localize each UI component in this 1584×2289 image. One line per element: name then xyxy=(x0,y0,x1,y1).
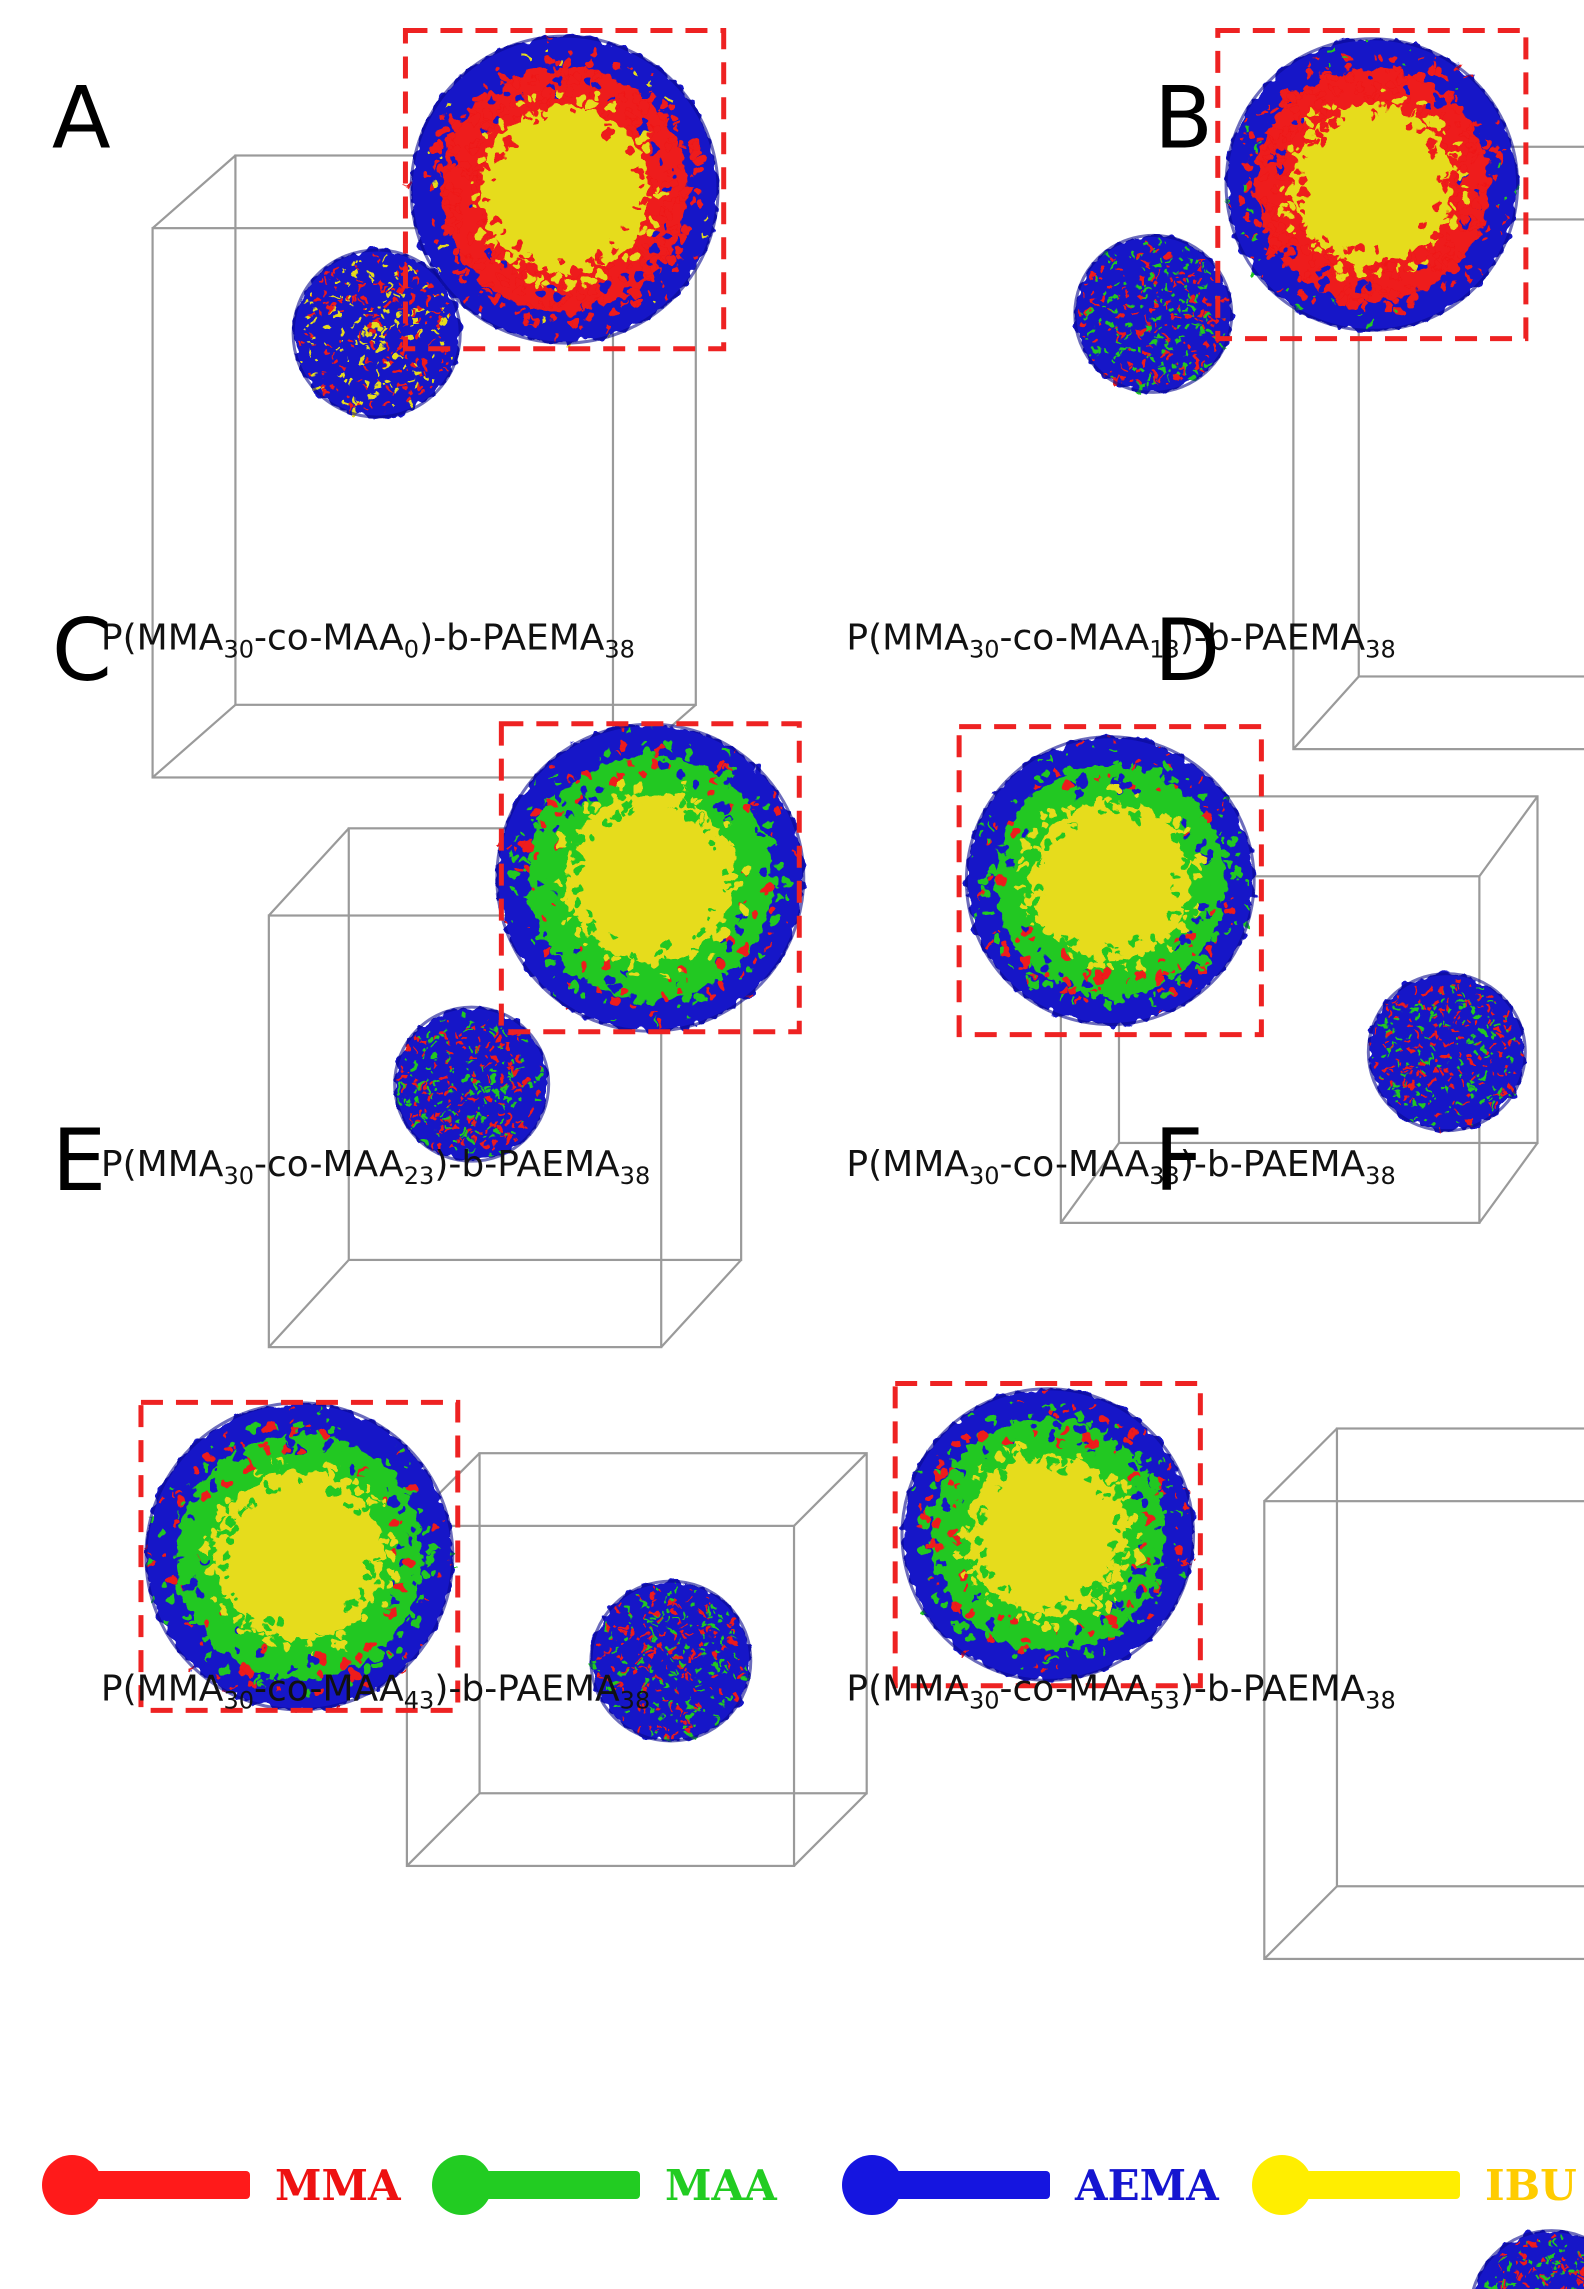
chain-tail-icon xyxy=(90,2171,250,2199)
small-micelle xyxy=(1366,972,1527,1133)
panel-c: C P(MMA30-co-MAA23)-b-PAEMA38 xyxy=(52,601,806,1349)
legend-label: AEMA xyxy=(1074,2161,1220,2210)
small-micelle xyxy=(1471,2229,1584,2289)
legend-label: MMA xyxy=(275,2161,402,2210)
bead-head-icon xyxy=(432,2155,492,2215)
dashed-highlight-box xyxy=(498,721,802,1035)
core-shell-micelle xyxy=(964,735,1256,1027)
chain-tail-icon xyxy=(890,2171,1050,2199)
panel-a: A P(MMA30-co-MAA0)-b-PAEMA38 xyxy=(52,28,727,779)
simulation-box xyxy=(405,1452,868,1868)
panel-letter: E xyxy=(52,1111,106,1211)
dashed-highlight-box xyxy=(892,1380,1203,1689)
panel-letter: A xyxy=(52,68,111,168)
bead-head-icon xyxy=(42,2155,102,2215)
panel-caption: P(MMA30-co-MAA13)-b-PAEMA38 xyxy=(846,617,1395,663)
dashed-highlight-box xyxy=(1215,28,1529,342)
bead-head-icon xyxy=(842,2155,902,2215)
small-micelle xyxy=(589,1579,753,1743)
panel-letter: F xyxy=(1154,1111,1203,1211)
panel-b: B P(MMA30-co-MAA13)-b-PAEMA38 xyxy=(846,28,1584,751)
panel-caption: P(MMA30-co-MAA33)-b-PAEMA38 xyxy=(846,1144,1395,1190)
panel-caption: P(MMA30-co-MAA43)-b-PAEMA38 xyxy=(101,1669,650,1715)
chain-tail-icon xyxy=(480,2171,640,2199)
chain-tail-icon xyxy=(1300,2171,1460,2199)
small-micelle xyxy=(291,248,462,419)
panel-letter: D xyxy=(1154,601,1220,701)
dashed-highlight-box xyxy=(956,724,1264,1038)
legend-item-maa: MAA xyxy=(432,2155,778,2215)
panel-d: D P(MMA30-co-MAA33)-b-PAEMA38 xyxy=(846,601,1539,1224)
panel-e: E P(MMA30-co-MAA43)-b-PAEMA38 xyxy=(52,1111,868,1868)
simulation-box xyxy=(1263,1427,1584,1961)
legend-label: MAA xyxy=(665,2161,778,2210)
panel-caption: P(MMA30-co-MAA0)-b-PAEMA38 xyxy=(101,617,635,663)
legend-item-aema: AEMA xyxy=(842,2155,1220,2215)
legend-label: IBU xyxy=(1485,2161,1577,2210)
panel-letter: B xyxy=(1154,68,1213,168)
panel-caption: P(MMA30-co-MAA23)-b-PAEMA38 xyxy=(101,1144,650,1190)
panel-caption: P(MMA30-co-MAA53)-b-PAEMA38 xyxy=(846,1669,1395,1715)
legend-item-ibu: IBU xyxy=(1252,2155,1577,2215)
panel-f: F P(MMA30-co-MAA53)-b-PAEMA38 xyxy=(846,1111,1584,2289)
bead-head-icon xyxy=(1252,2155,1312,2215)
legend-item-mma: MMA xyxy=(42,2155,402,2215)
core-shell-micelle xyxy=(144,1401,459,1712)
core-shell-micelle xyxy=(900,1387,1196,1682)
small-micelle xyxy=(1073,233,1234,394)
core-shell-micelle xyxy=(404,34,720,345)
core-shell-micelle xyxy=(495,722,806,1033)
panel-letter: C xyxy=(52,601,112,701)
dashed-highlight-box xyxy=(138,1399,461,1713)
core-shell-micelle xyxy=(1223,37,1520,332)
dashed-highlight-box xyxy=(402,28,727,352)
